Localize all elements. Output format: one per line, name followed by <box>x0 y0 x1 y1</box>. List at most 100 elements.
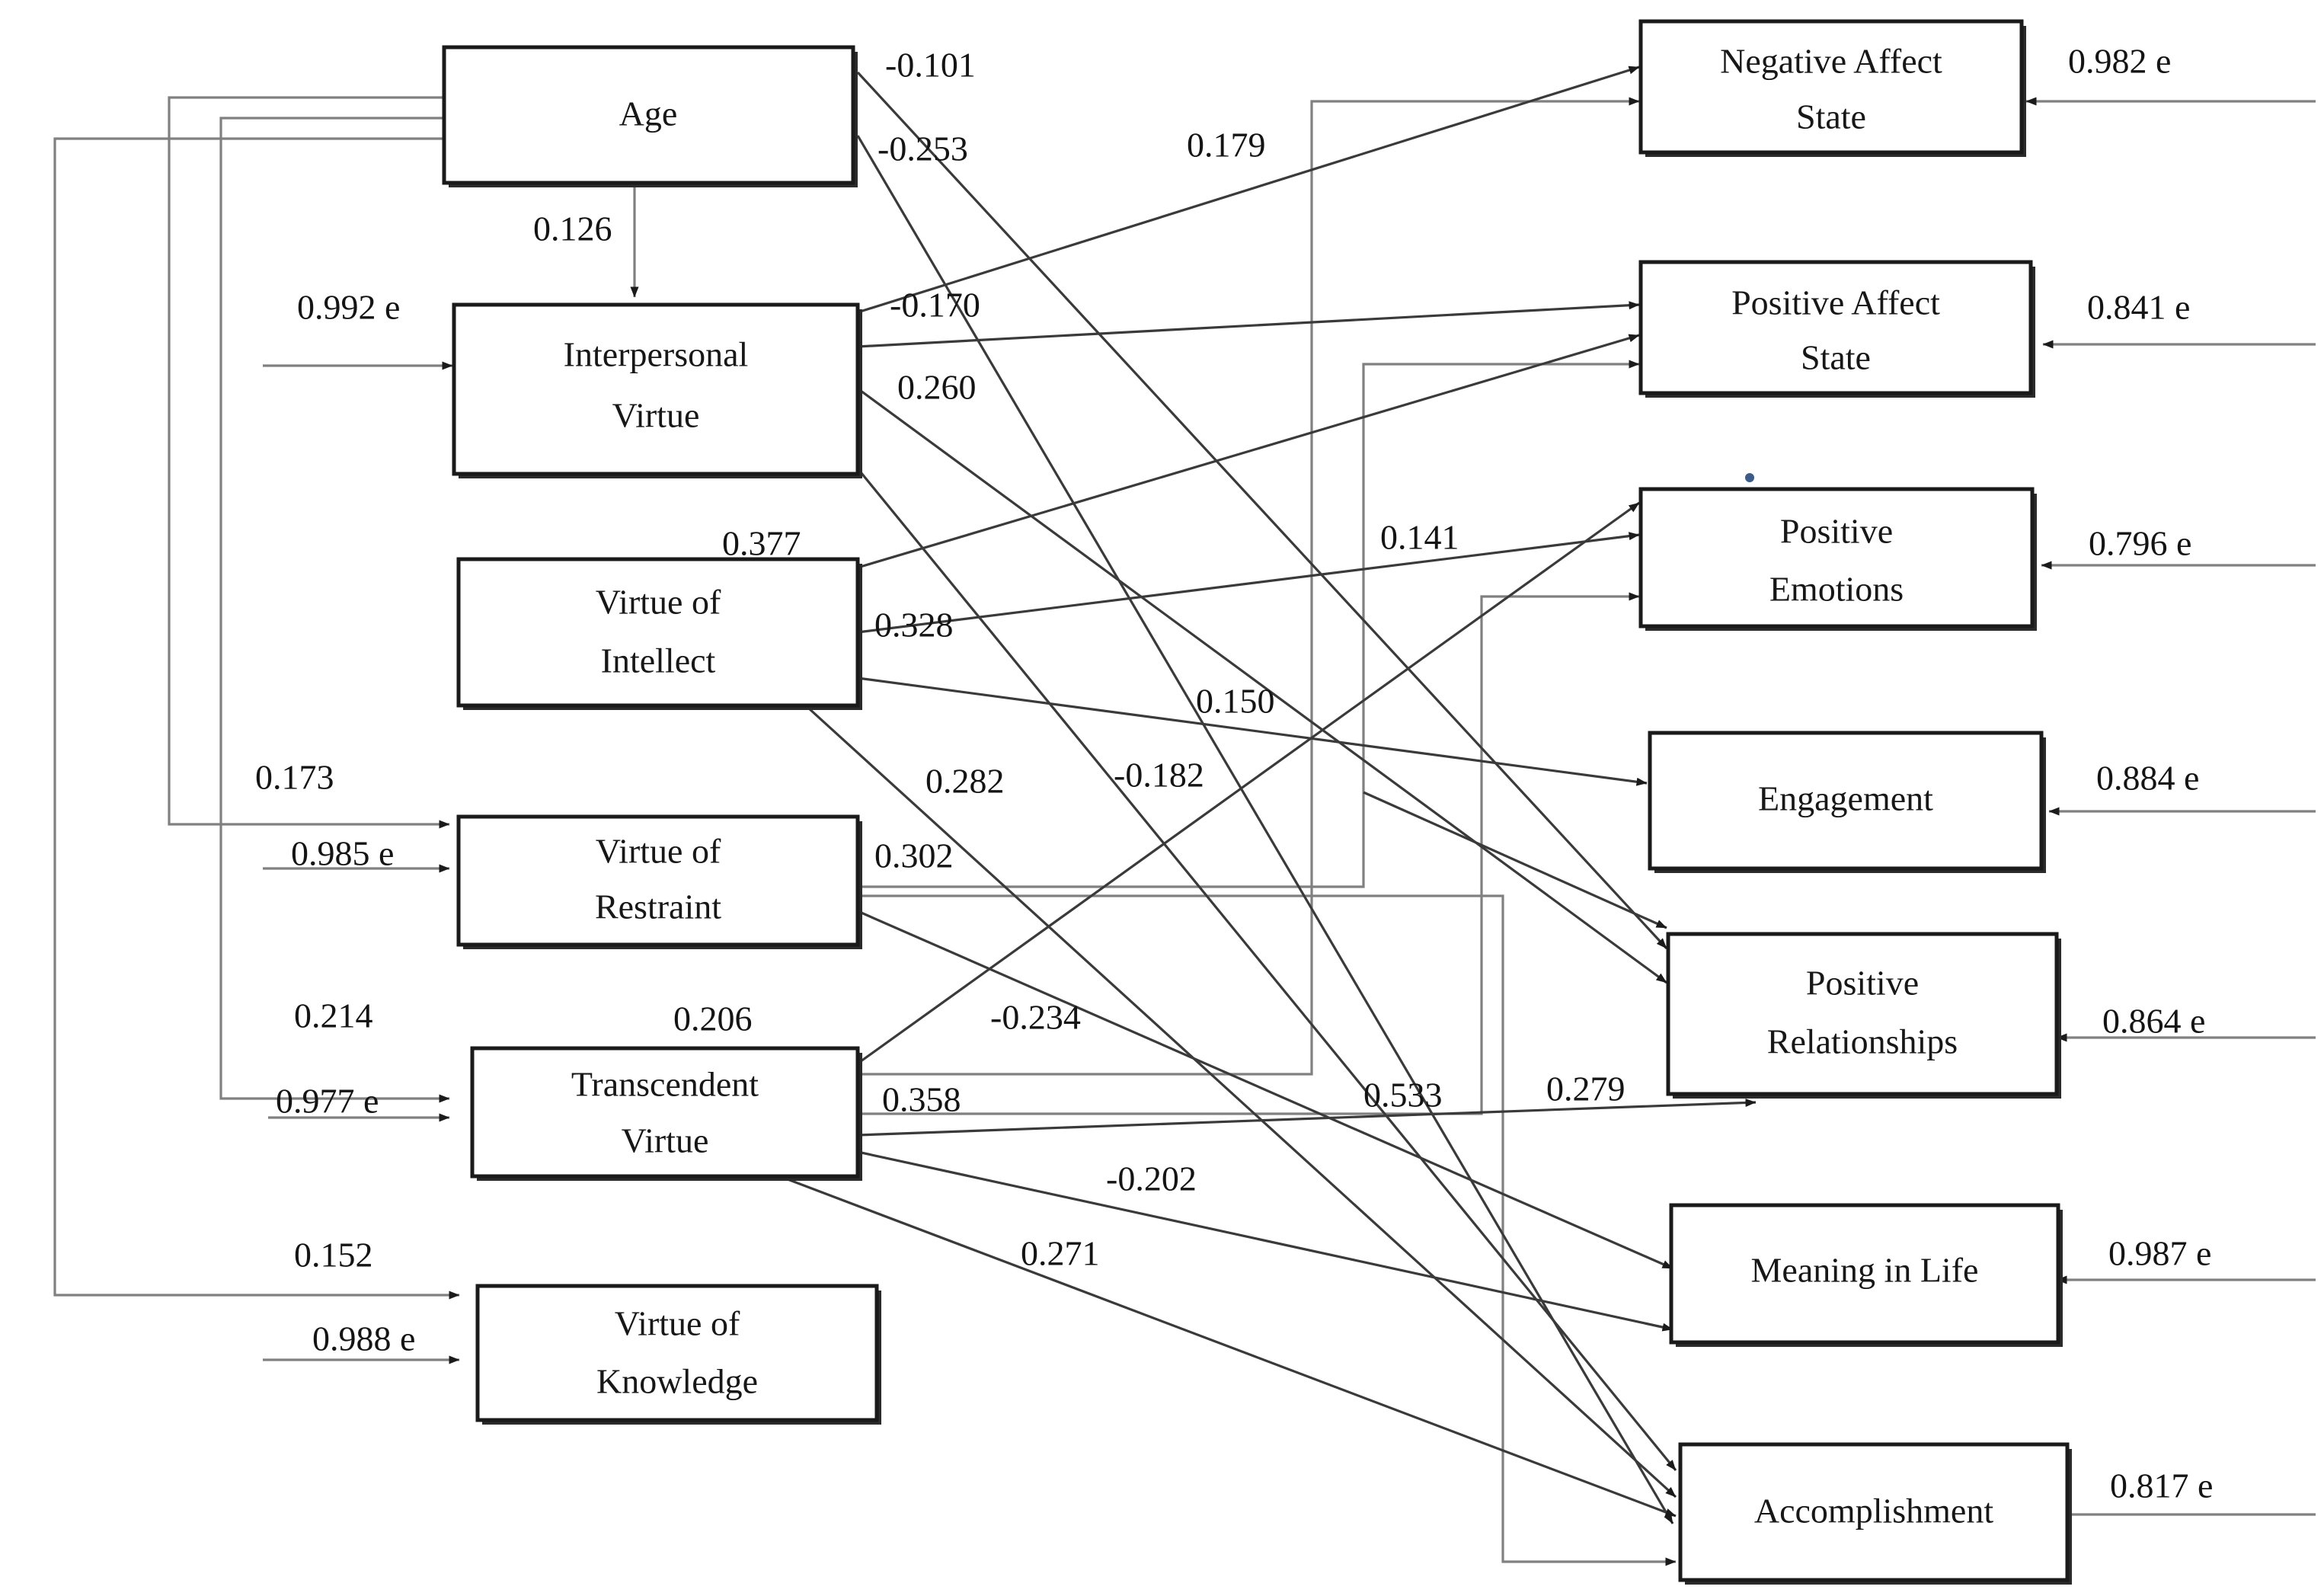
path-interpersonal-to-positive-relationships <box>857 387 1667 984</box>
stray-dot-marker <box>1745 473 1754 482</box>
path-age-to-knowledge <box>53 137 460 1300</box>
coef-label-transcendent-2: -0.234 <box>990 998 1081 1037</box>
path-transcendent-to-accomplishment <box>730 1156 1677 1518</box>
coef-label-age-transcendent: 0.214 <box>294 996 373 1035</box>
path-interpersonal-to-accomplishment <box>856 467 1677 1472</box>
node-transcendent-virtue-label-1: Transcendent <box>571 1065 759 1104</box>
path-extra-to-positive-relationships <box>1363 791 1667 929</box>
path-transcendent-to-meaning <box>857 1150 1673 1332</box>
path-age-to-restraint <box>168 96 450 829</box>
coef-label-age-neg: -0.101 <box>885 46 976 85</box>
node-positive-affect-state-label-2: State <box>1801 338 1871 377</box>
error-label-negative-affect-state: 0.982 e <box>2068 42 2171 81</box>
node-virtue-of-intellect-label-2: Intellect <box>601 641 716 680</box>
coef-label-transcendent-5: 0.271 <box>1021 1234 1100 1273</box>
error-label-transcendent-virtue: 0.977 e <box>276 1082 379 1121</box>
coef-label-intellect-3: 0.282 <box>925 762 1005 801</box>
node-age[interactable]: Age <box>442 45 858 187</box>
node-positive-emotions-label-2: Emotions <box>1769 570 1904 609</box>
path-interpersonal-to-negative-affect <box>857 66 1640 314</box>
node-negative-affect-state[interactable]: Negative Affect State <box>1638 19 2026 157</box>
node-accomplishment-label: Accomplishment <box>1754 1492 1993 1530</box>
coef-label-restraint-1: 0.302 <box>874 836 954 875</box>
coef-label-mid-141: 0.141 <box>1380 518 1459 557</box>
error-label-meaning-in-life: 0.987 e <box>2108 1234 2211 1273</box>
coef-label-interpersonal-other: 0.260 <box>897 368 977 407</box>
node-accomplishment[interactable]: Accomplishment <box>1678 1442 2072 1585</box>
node-virtue-of-knowledge-label-2: Knowledge <box>596 1362 758 1401</box>
error-label-engagement: 0.884 e <box>2096 759 2199 798</box>
node-virtue-of-intellect-label-1: Virtue of <box>596 583 721 622</box>
node-engagement-label: Engagement <box>1758 779 1933 818</box>
coef-label-mid-279: 0.279 <box>1546 1070 1626 1108</box>
path-interpersonal-to-positive-affect <box>857 301 1640 348</box>
node-virtue-of-restraint[interactable]: Virtue of Restraint <box>456 814 862 949</box>
node-positive-relationships-label-2: Relationships <box>1767 1022 1958 1061</box>
node-virtue-of-intellect[interactable]: Virtue of Intellect <box>456 557 862 710</box>
path-transcendent-to-positive-relationships <box>857 1098 1757 1137</box>
node-positive-relationships[interactable]: Positive Relationships <box>1666 932 2061 1099</box>
path-age-to-positive-relationships <box>856 71 1668 950</box>
node-negative-affect-state-label-2: State <box>1796 98 1866 136</box>
error-label-accomplishment: 0.817 e <box>2110 1466 2213 1505</box>
path-transcendent-to-positive-emotions <box>858 592 1640 1115</box>
error-arrows-left <box>263 361 460 1364</box>
node-positive-affect-state-label-1: Positive Affect <box>1731 283 1940 322</box>
path-transcendent-to-positive-emotions-2 <box>857 501 1640 1065</box>
coef-label-age-restraint: 0.173 <box>255 758 334 797</box>
node-virtue-of-restraint-label-1: Virtue of <box>596 832 721 871</box>
diagonal-regression-paths <box>730 66 1757 1524</box>
path-intellect-to-accomplishment-2 <box>791 692 1677 1498</box>
path-intellect-to-positive-affect <box>857 334 1640 569</box>
error-label-positive-emotions: 0.796 e <box>2089 524 2191 563</box>
coef-label-age-acc: -0.253 <box>877 130 968 168</box>
path-age-to-accomplishment <box>856 135 1674 1524</box>
coef-label-age-interpersonal: 0.126 <box>533 209 612 248</box>
error-label-positive-relationships: 0.864 e <box>2102 1002 2205 1041</box>
node-engagement[interactable]: Engagement <box>1648 731 2046 873</box>
path-restraint-to-accomplishment <box>858 894 1677 1566</box>
coef-label-transcendent-3: 0.358 <box>882 1080 961 1119</box>
node-virtue-of-restraint-label-2: Restraint <box>595 888 721 926</box>
coef-label-mid-182: -0.182 <box>1114 756 1204 795</box>
coef-label-mid-150: 0.150 <box>1196 682 1275 721</box>
path-restraint-to-positive-affect <box>858 360 1640 888</box>
coef-label-interpersonal-neg: 0.179 <box>1187 126 1266 165</box>
node-positive-relationships-label-1: Positive <box>1806 964 1919 1003</box>
node-transcendent-virtue[interactable]: Transcendent Virtue <box>470 1046 862 1181</box>
coef-label-intellect-1: 0.377 <box>722 524 801 563</box>
path-transcendent-to-negative-affect <box>858 97 1640 1076</box>
orthogonal-routed-paths <box>858 97 1677 1566</box>
path-intellect-to-positive-emotions <box>857 532 1640 634</box>
node-negative-affect-state-label-1: Negative Affect <box>1720 42 1942 81</box>
error-label-virtue-of-knowledge: 0.988 e <box>312 1319 415 1358</box>
error-label-interpersonal-virtue: 0.992 e <box>297 288 400 327</box>
node-meaning-in-life[interactable]: Meaning in Life <box>1669 1203 2063 1347</box>
node-age-label: Age <box>619 94 678 133</box>
coef-label-mid-533: 0.533 <box>1363 1076 1443 1115</box>
coef-label-age-knowledge: 0.152 <box>294 1236 373 1275</box>
coef-label-transcendent-1: 0.206 <box>673 999 753 1038</box>
path-restraint-to-meaning <box>857 910 1673 1270</box>
error-label-virtue-of-restraint: 0.985 e <box>291 834 394 873</box>
coef-label-intellect-2: 0.328 <box>874 606 954 644</box>
coef-label-transcendent-4: -0.202 <box>1106 1159 1197 1198</box>
node-interpersonal-virtue-label-2: Virtue <box>612 396 700 435</box>
path-intellect-to-engagement <box>857 676 1648 786</box>
node-virtue-of-knowledge[interactable]: Virtue of Knowledge <box>475 1284 881 1425</box>
node-virtue-of-knowledge-label-1: Virtue of <box>615 1304 740 1343</box>
node-transcendent-virtue-label-2: Virtue <box>622 1121 709 1160</box>
error-label-positive-affect-state: 0.841 e <box>2087 288 2190 327</box>
node-meaning-in-life-label: Meaning in Life <box>1751 1251 1979 1290</box>
node-positive-emotions[interactable]: Positive Emotions <box>1638 487 2037 631</box>
coefficient-labels: -0.101 -0.253 0.126 -0.170 0.260 0.179 0… <box>255 42 2213 1505</box>
path-age-to-transcendent <box>219 117 450 1103</box>
error-arrows-right <box>2025 97 2316 1519</box>
age-left-wrap-paths <box>53 96 460 1300</box>
node-positive-emotions-label-1: Positive <box>1780 512 1893 551</box>
node-positive-affect-state[interactable]: Positive Affect State <box>1638 260 2035 398</box>
node-interpersonal-virtue-label-1: Interpersonal <box>564 335 749 374</box>
coef-label-interpersonal-pas: -0.170 <box>890 286 980 325</box>
node-interpersonal-virtue[interactable]: Interpersonal Virtue <box>452 302 862 478</box>
